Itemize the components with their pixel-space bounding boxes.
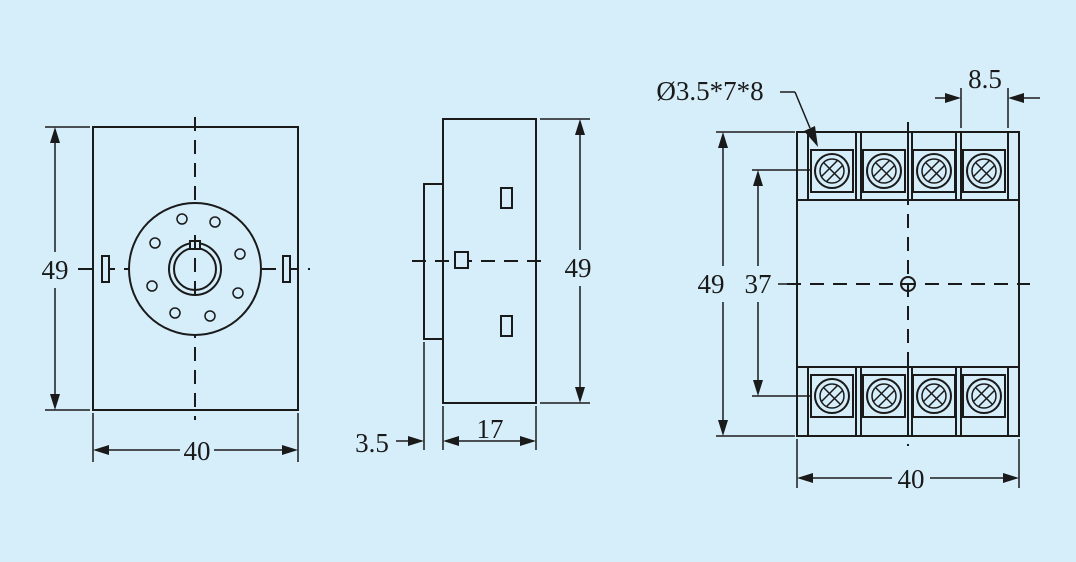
side-view: 49 17 3.5 (355, 118, 592, 458)
pitch-dimension: 8.5 (935, 64, 1040, 128)
screw-spec-label: Ø3.5*7*8 (656, 76, 763, 106)
screw-terminal-icon (962, 374, 1006, 418)
side-width-dimension: 17 3.5 (355, 342, 537, 458)
pin-hole (169, 307, 181, 319)
side-step-label: 3.5 (355, 428, 389, 458)
side-slot-middle (454, 251, 469, 269)
pitch-label: 8.5 (968, 64, 1002, 94)
screw-spacing-label: 37 (745, 269, 772, 299)
center-mount-hole (900, 276, 916, 292)
terminal-width-dimension: 40 (796, 439, 1020, 494)
pin-hole (146, 280, 158, 292)
screw-row-bottom (810, 374, 1006, 418)
pin-hole (234, 248, 246, 260)
pin-hole (204, 310, 216, 322)
terminal-height-dimension: 49 (698, 131, 795, 437)
screw-terminal-icon (912, 149, 956, 193)
screw-terminal-icon (912, 374, 956, 418)
pin-hole (176, 213, 188, 225)
pin-hole (232, 287, 244, 299)
front-width-label: 40 (184, 436, 211, 466)
side-width-label: 17 (477, 414, 504, 444)
pin-hole (149, 237, 161, 249)
mounting-slot-right (282, 255, 291, 283)
terminal-height-label: 49 (698, 269, 725, 299)
side-slot-top (500, 187, 513, 209)
screw-spacing-dimension: 37 (745, 169, 810, 397)
side-height-label: 49 (565, 253, 592, 283)
mounting-slot-left (101, 255, 110, 283)
screw-row-top (810, 149, 1006, 193)
front-view: 49 40 (42, 117, 310, 466)
terminal-view: Ø3.5*7*8 8.5 49 (656, 64, 1040, 494)
screw-terminal-icon (862, 374, 906, 418)
front-height-dimension: 49 (42, 126, 90, 411)
pin-holes (146, 213, 246, 322)
screw-callout: Ø3.5*7*8 (656, 76, 818, 147)
screw-terminal-icon (810, 149, 854, 193)
front-width-dimension: 40 (92, 413, 299, 466)
side-slot-bottom (500, 315, 513, 337)
screw-terminal-icon (862, 149, 906, 193)
side-height-dimension: 49 (540, 118, 592, 404)
screw-terminal-icon (810, 374, 854, 418)
front-height-label: 49 (42, 255, 69, 285)
terminal-width-label: 40 (898, 464, 925, 494)
screw-terminal-icon (962, 149, 1006, 193)
pin-hole (209, 216, 221, 228)
